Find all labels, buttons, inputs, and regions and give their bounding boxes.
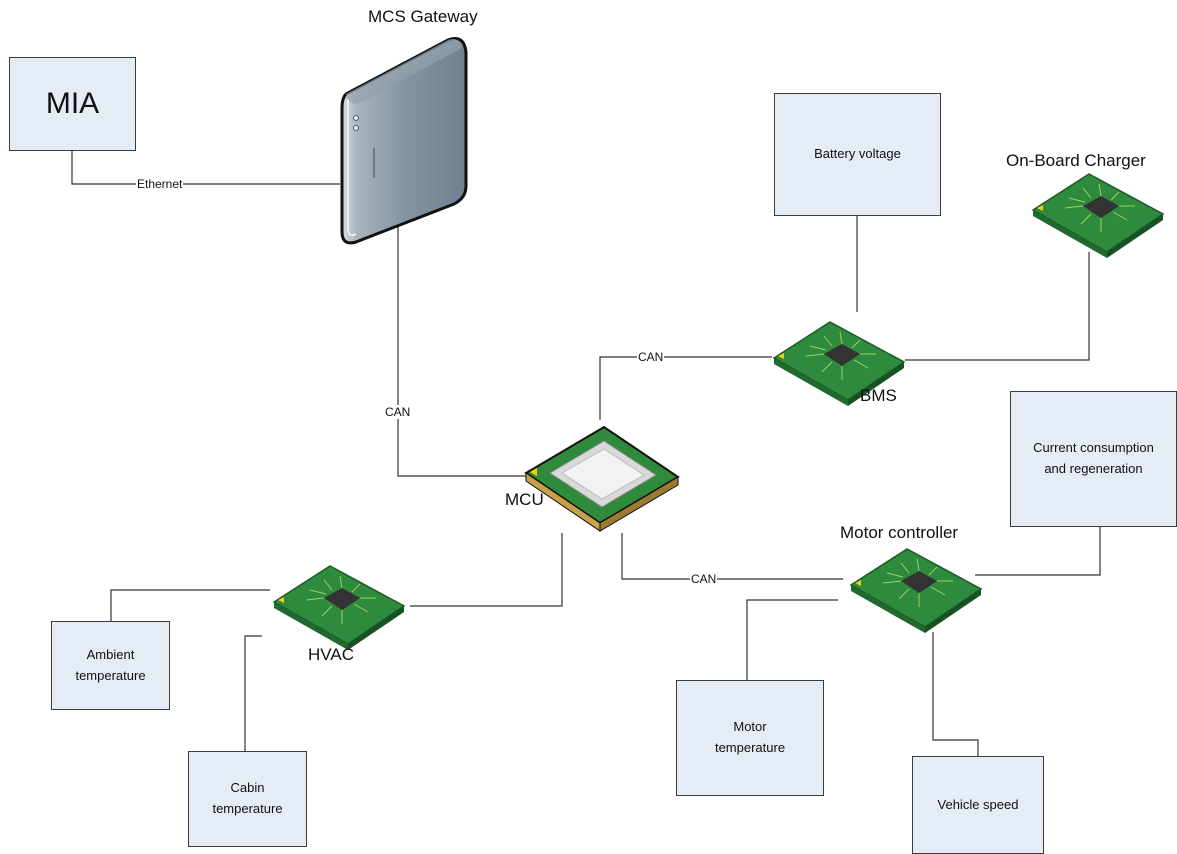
bms-chip-icon (772, 321, 906, 406)
can-edge-label-gateway: CAN (384, 405, 412, 419)
ambient-temperature-node: Ambient temperature (51, 621, 170, 710)
cabin-temperature-node: Cabin temperature (188, 751, 307, 847)
motor-temperature-node: Motor temperature (676, 680, 824, 796)
edge-mcu-bms (599, 356, 772, 420)
edge-motor-speed (932, 632, 979, 756)
mcu-label: MCU (505, 490, 544, 509)
hvac-label: HVAC (308, 645, 354, 664)
ethernet-edge-label: Ethernet (136, 177, 184, 191)
can-edge-label-motor: CAN (690, 572, 718, 586)
can-edge-label-bms: CAN (637, 350, 665, 364)
edge-bms-charger (905, 252, 1090, 361)
charger-chip-icon (1031, 173, 1165, 258)
mia-label: MIA (45, 87, 100, 120)
gateway-device-icon (340, 37, 468, 245)
cabin-temperature-label: Cabin temperature (212, 780, 283, 816)
edge-mcu-motor (621, 533, 843, 580)
gateway-label: MCS Gateway (368, 7, 478, 26)
charger-label: On-Board Charger (1006, 151, 1146, 170)
mia-node: MIA (9, 57, 136, 151)
motor-controller-label: Motor controller (840, 523, 959, 542)
edge-motor-motortemp (746, 599, 838, 680)
mcu-processor-icon (524, 425, 680, 532)
current-label: Current consumption and regeneration (1033, 440, 1154, 476)
edge-hvac-cabin (244, 635, 262, 751)
bms-label: BMS (860, 386, 897, 405)
hvac-chip-icon (272, 565, 406, 650)
battery-voltage-label: Battery voltage (814, 146, 901, 162)
edge-mcu-hvac (410, 533, 563, 607)
vehicle-speed-label: Vehicle speed (937, 796, 1019, 812)
battery-voltage-node: Battery voltage (774, 93, 941, 216)
ambient-temperature-label: Ambient temperature (75, 646, 146, 683)
motor-temperature-label: Motor temperature (714, 719, 786, 755)
current-node: Current consumption and regeneration (1010, 391, 1177, 527)
edge-hvac-ambient (110, 589, 270, 621)
edge-motor-current (975, 527, 1101, 576)
motor-controller-chip-icon (849, 548, 983, 633)
edge-mia-gateway (71, 150, 340, 185)
edge-gateway-mcu (397, 225, 528, 477)
vehicle-speed-node: Vehicle speed (912, 756, 1044, 854)
